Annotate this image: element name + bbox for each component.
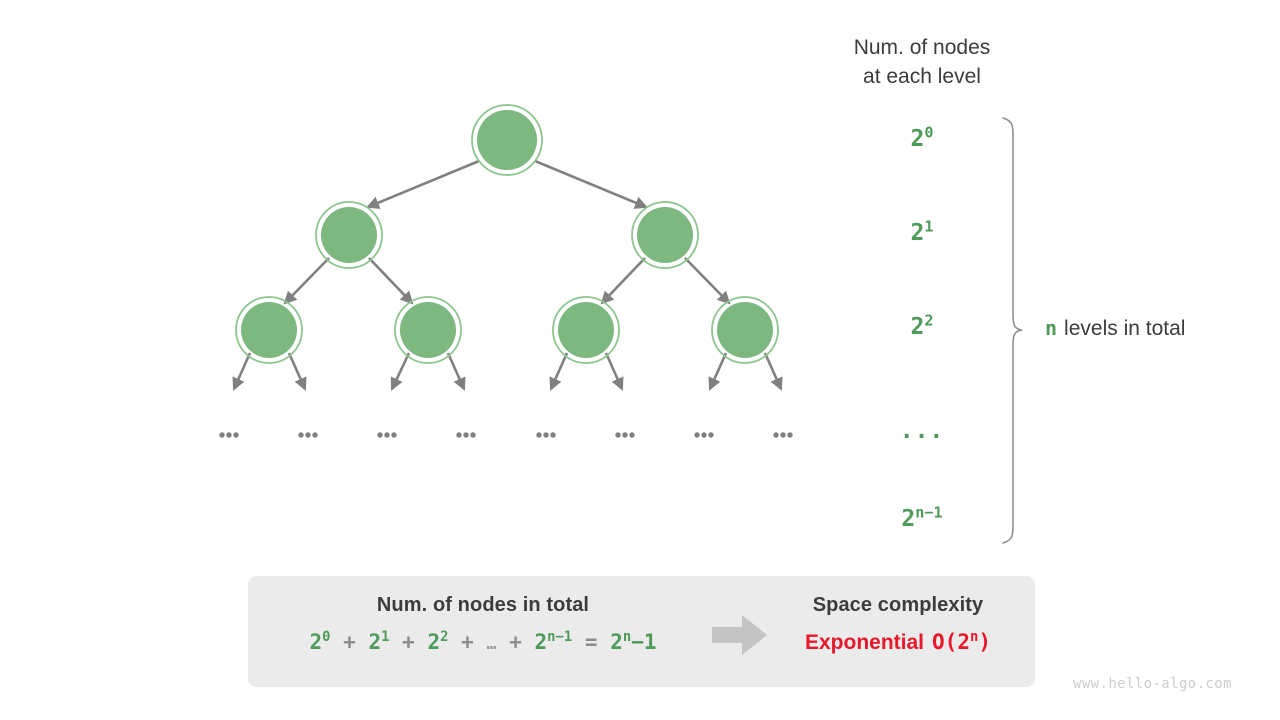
edge-l2d-left xyxy=(708,352,728,391)
formula-op: + xyxy=(343,630,356,654)
tree-node-outer-ring xyxy=(471,104,543,176)
list-item xyxy=(615,432,635,438)
tree-node-outer-ring xyxy=(552,296,620,364)
edge-l2a-left xyxy=(232,352,252,391)
level-label-0: 20 xyxy=(822,123,1022,152)
total-levels-variable: n xyxy=(1045,316,1058,340)
total-levels-text: levels in total xyxy=(1064,317,1186,340)
tree-node-outer-ring xyxy=(711,296,779,364)
edge-l2c-left xyxy=(549,352,569,391)
summary-right-title: Space complexity xyxy=(812,594,984,616)
level-label-exponent: 0 xyxy=(924,123,934,142)
tree-node-l2-a xyxy=(241,302,297,358)
edge-root-left xyxy=(366,159,480,209)
list-item xyxy=(298,432,318,438)
list-item xyxy=(377,432,397,438)
tree-edges xyxy=(232,159,783,391)
tree-node-l1-right xyxy=(637,207,693,263)
levels-curly-brace xyxy=(1002,117,1023,544)
summary-formula: 20 + 21 + 22 + … + 2n−1 = 2n−1 xyxy=(258,630,708,654)
edge-l2a-right xyxy=(287,352,307,391)
level-label-exponent: 1 xyxy=(924,217,934,236)
formula-op: + xyxy=(461,630,474,654)
formula-ellipsis: … xyxy=(486,633,497,653)
summary-left-title: Num. of nodes in total xyxy=(376,594,590,616)
edge-l1l-right xyxy=(368,257,414,305)
right-column-title: Num. of nodes at each level xyxy=(853,36,991,88)
complexity-word: Exponential xyxy=(805,631,925,654)
tree-node-outer-ring xyxy=(394,296,462,364)
list-item xyxy=(536,432,556,438)
edge-l2c-right xyxy=(604,352,624,391)
list-item xyxy=(456,432,476,438)
summary-left-block: Num. of nodes in total 20 + 21 + 22 + … … xyxy=(258,594,708,654)
level-label-exponent: 2 xyxy=(924,311,934,330)
summary-right-block: Space complexity Exponential O(2n) xyxy=(773,594,1023,655)
list-item xyxy=(773,432,793,438)
list-item xyxy=(219,432,239,438)
formula-equals: = xyxy=(584,630,598,654)
tree-node-l2-d xyxy=(717,302,773,358)
edge-l2b-right xyxy=(446,352,466,391)
formula-op: + xyxy=(509,630,522,654)
list-item xyxy=(694,432,714,438)
level-label-base: 2 xyxy=(910,314,925,340)
complexity-notation: O(2n) xyxy=(932,629,991,654)
edge-l2b-left xyxy=(390,352,411,391)
level-label-base: ... xyxy=(899,418,945,444)
formula-term-2: 22 xyxy=(427,629,449,654)
edge-root-right xyxy=(534,159,648,209)
summary-panel: Num. of nodes in total 20 + 21 + 22 + … … xyxy=(248,576,1035,687)
formula-op: + xyxy=(402,630,415,654)
tree-node-outer-ring xyxy=(631,201,699,269)
formula-term-0: 20 xyxy=(309,629,331,654)
tree-node-l2-b xyxy=(400,302,456,358)
level-label-base: 2 xyxy=(901,506,916,532)
level-label-2: 22 xyxy=(822,311,1022,340)
level-label-base: 2 xyxy=(910,126,925,152)
watermark: www.hello-algo.com xyxy=(1073,676,1232,692)
tree-node-outer-ring xyxy=(235,296,303,364)
level-label-last: 2n−1 xyxy=(822,503,1022,532)
right-block-arrow-icon xyxy=(712,615,767,655)
edge-l2d-right xyxy=(763,352,783,391)
level-label-1: 21 xyxy=(822,217,1022,246)
formula-term-last: 2n−1 xyxy=(534,629,573,654)
tree-node-root xyxy=(477,110,537,170)
tree-node-l1-left xyxy=(321,207,377,263)
total-levels-annotation: n levels in total xyxy=(1045,316,1185,341)
tree-nodes xyxy=(235,104,779,364)
formula-term-1: 21 xyxy=(368,629,390,654)
formula-result: 2n−1 xyxy=(610,629,657,654)
level-label-exponent: n−1 xyxy=(915,503,943,522)
edge-l1r-right xyxy=(684,257,731,305)
edge-l1l-left xyxy=(283,257,330,305)
level-label-base: 2 xyxy=(910,220,925,246)
tree-node-l2-c xyxy=(558,302,614,358)
tree-ellipsis-row xyxy=(219,432,793,438)
tree-node-outer-ring xyxy=(315,201,383,269)
complexity-answer: Exponential O(2n) xyxy=(773,630,1023,655)
edge-l1r-left xyxy=(600,257,646,305)
level-label-ellipsis: ... xyxy=(822,418,1022,444)
